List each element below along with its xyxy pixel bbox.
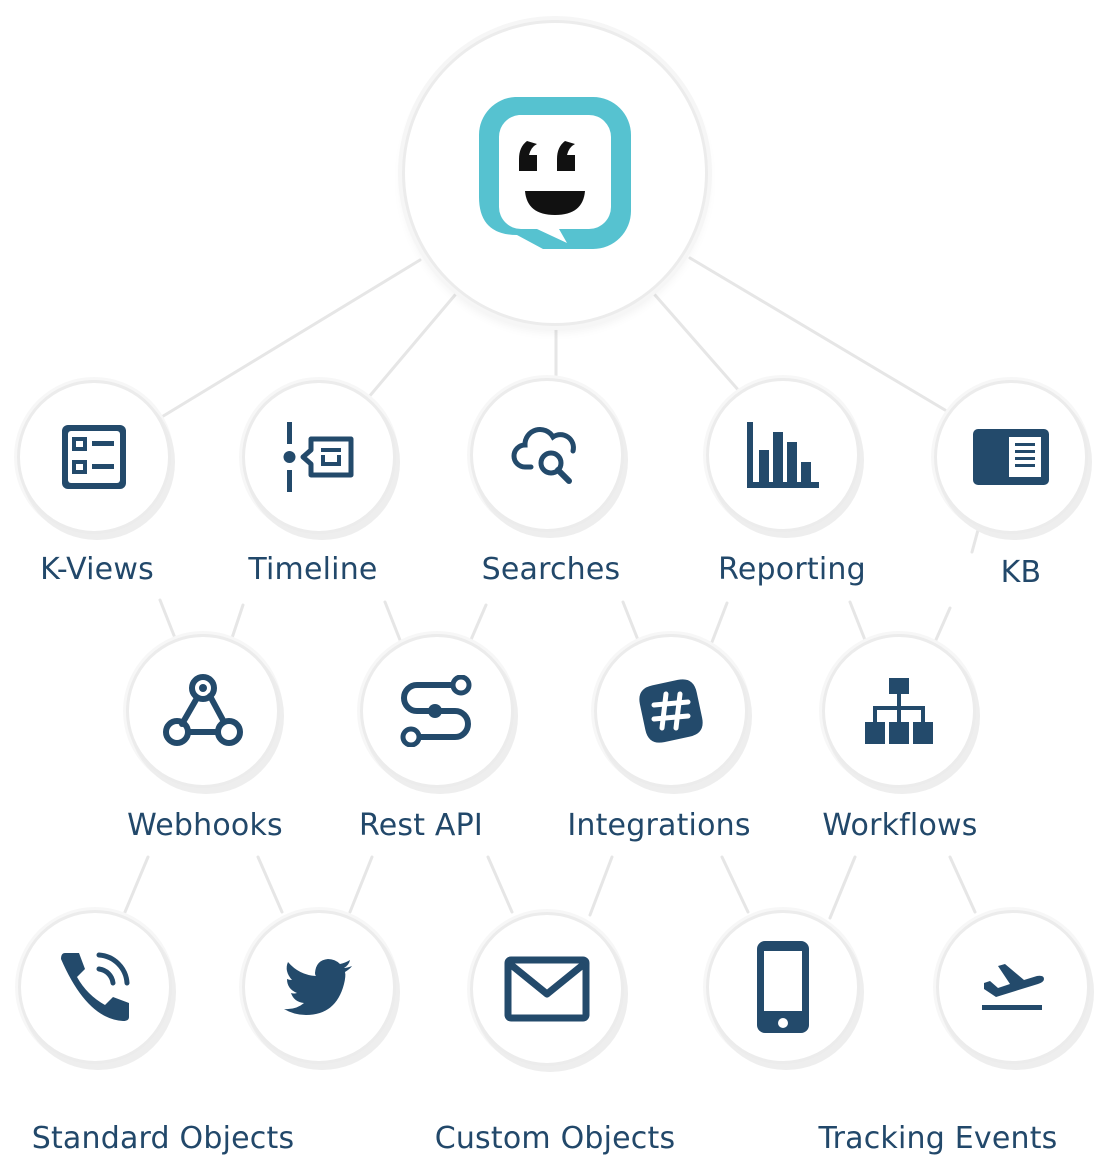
- searches-node[interactable]: [470, 378, 624, 532]
- connector-hub-kviews: [158, 258, 422, 420]
- kviews-label: K-Views: [40, 552, 154, 587]
- connector-reporting-integrations: [710, 601, 729, 644]
- connector-hub-reporting: [653, 293, 742, 394]
- connector-workflows-plane: [948, 855, 977, 914]
- knowledge-base-icon: [973, 429, 1049, 485]
- email-envelope-icon: [504, 956, 590, 1022]
- timeline-icon: [283, 422, 354, 492]
- connector-restapi-email: [486, 855, 514, 914]
- workflows-node[interactable]: [822, 634, 976, 788]
- bar-chart-icon: [747, 422, 819, 488]
- hub-logo-node: [402, 20, 708, 326]
- connector-reporting-workflows: [848, 600, 867, 642]
- cloud-search-icon: [511, 426, 576, 484]
- tracking-node[interactable]: [936, 910, 1090, 1064]
- reporting-node[interactable]: [706, 378, 860, 532]
- mobile-node[interactable]: [706, 910, 860, 1064]
- slack-icon: [639, 679, 703, 743]
- webhooks-label: Webhooks: [127, 808, 283, 843]
- custom-objects-label: Custom Objects: [434, 1121, 676, 1156]
- connector-timeline-restapi: [383, 600, 402, 642]
- org-chart-icon: [865, 678, 933, 744]
- connector-hub-timeline: [366, 293, 457, 400]
- reporting-label: Reporting: [718, 552, 866, 587]
- kb-label: KB: [1000, 555, 1042, 590]
- connector-searches-restapi: [468, 603, 488, 644]
- connector-timeline-webhooks: [230, 603, 245, 640]
- connector-restapi-twitter: [348, 855, 374, 914]
- connector-kb-workflows: [933, 606, 952, 644]
- webhook-icon: [163, 674, 243, 746]
- connector-hub-kb: [688, 256, 947, 412]
- connector-kviews-webhooks: [158, 598, 177, 640]
- kb-node[interactable]: [934, 380, 1088, 534]
- connector-integrations-email: [588, 855, 614, 917]
- phone-node[interactable]: [18, 910, 172, 1064]
- connector-kb-top: [970, 528, 980, 554]
- restapi-node[interactable]: [360, 634, 514, 788]
- twitter-node[interactable]: [242, 910, 396, 1064]
- integrations-label: Integrations: [567, 808, 751, 843]
- phone-icon: [61, 952, 130, 1021]
- dashboard-list-icon: [62, 425, 126, 489]
- searches-label: Searches: [481, 552, 621, 587]
- connector-webhooks-twitter: [256, 855, 284, 914]
- airplane-departure-icon: [982, 964, 1044, 1010]
- timeline-label: Timeline: [248, 552, 378, 587]
- mobile-phone-icon: [757, 941, 809, 1033]
- kviews-node[interactable]: [17, 380, 171, 534]
- standard-objects-label: Standard Objects: [31, 1121, 295, 1156]
- webhooks-node[interactable]: [126, 634, 280, 788]
- tracking-events-label: Tracking Events: [818, 1121, 1058, 1156]
- timeline-node[interactable]: [242, 380, 396, 534]
- workflows-label: Workflows: [822, 808, 978, 843]
- connector-webhooks-phone: [123, 855, 150, 914]
- integrations-node[interactable]: [594, 634, 748, 788]
- connector-workflows-mobile: [828, 855, 857, 920]
- email-node[interactable]: [470, 912, 624, 1066]
- twitter-icon: [284, 959, 352, 1015]
- api-flow-icon: [400, 675, 472, 747]
- restapi-label: Rest API: [359, 808, 483, 843]
- connector-searches-integrations: [621, 600, 640, 642]
- connector-integrations-mobile: [720, 855, 750, 914]
- smiling-chat-bubble-logo-icon: [478, 97, 631, 249]
